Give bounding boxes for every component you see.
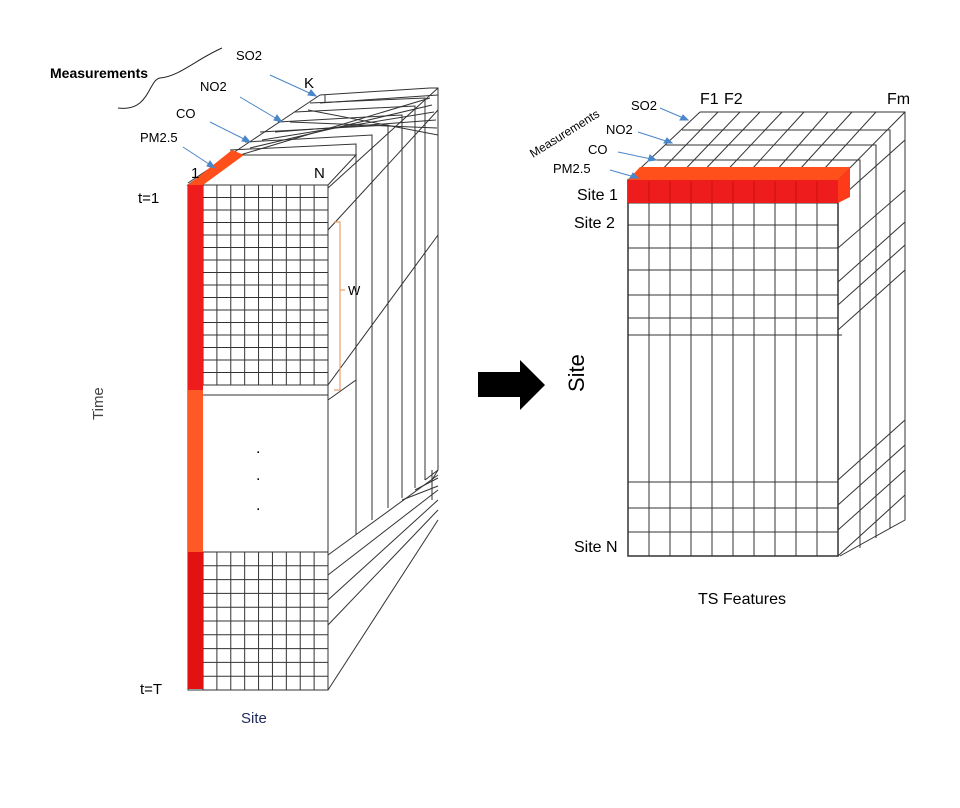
left-label-pm25: PM2.5 [140,130,178,145]
left-label-so2: SO2 [236,48,262,63]
highlight-row-top [628,167,850,180]
feature-label-f2: F2 [724,91,743,108]
left-bottom-grid [202,551,329,691]
right-label-co: CO [588,142,608,157]
highlight-row-side [838,167,850,203]
left-label-k: K [304,75,314,92]
left-back-layers [187,87,439,691]
right-panel-matrix: Measurements SO2 NO2 CO PM2.5 F1 F2 Fm S… [527,91,910,608]
right-highlight-row [628,167,850,203]
measurements-brace [117,47,223,109]
features-axis-label: TS Features [698,591,786,608]
left-top-grid [202,184,329,386]
highlight-bottom-segment [188,552,203,689]
highlight-middle-segment [188,390,203,555]
time-end-label: t=T [140,681,162,698]
ellipsis-dot: . [256,440,260,457]
right-back-layers [627,111,906,557]
left-measurement-arrows [182,74,318,169]
feature-label-fm: Fm [887,91,910,108]
left-measurements-label: Measurements [50,65,148,81]
site-label-second: Site 2 [574,215,615,232]
site-label-last: Site N [574,539,618,556]
feature-label-f1: F1 [700,91,719,108]
highlight-top-segment [188,185,203,390]
highlight-top-bevel [188,150,244,185]
left-site-axis-label: Site [241,710,267,727]
left-highlight-column [188,150,244,689]
time-start-label: t=1 [138,190,159,207]
right-label-so2: SO2 [631,98,657,113]
right-measurement-arrows [609,107,690,179]
left-middle-gap [188,394,328,553]
right-label-no2: NO2 [606,122,633,137]
transform-arrow [478,360,545,410]
left-label-no2: NO2 [200,79,227,94]
left-label-n: N [314,165,325,182]
site-label-first: Site 1 [577,187,618,204]
w-bracket [334,221,345,391]
left-label-co: CO [176,106,196,121]
right-site-axis-label: Site [564,354,589,392]
left-label-w: W [348,283,361,298]
ellipsis-dot: . [256,467,260,484]
left-label-one: 1 [191,165,199,182]
time-axis-label: Time [90,387,107,420]
ellipsis-dot: . [256,497,260,514]
right-front-grid [628,180,842,556]
left-panel-tensor: Measurements SO2 NO2 CO PM2.5 K 1 N W t=… [50,47,439,727]
right-label-pm25: PM2.5 [553,161,591,176]
